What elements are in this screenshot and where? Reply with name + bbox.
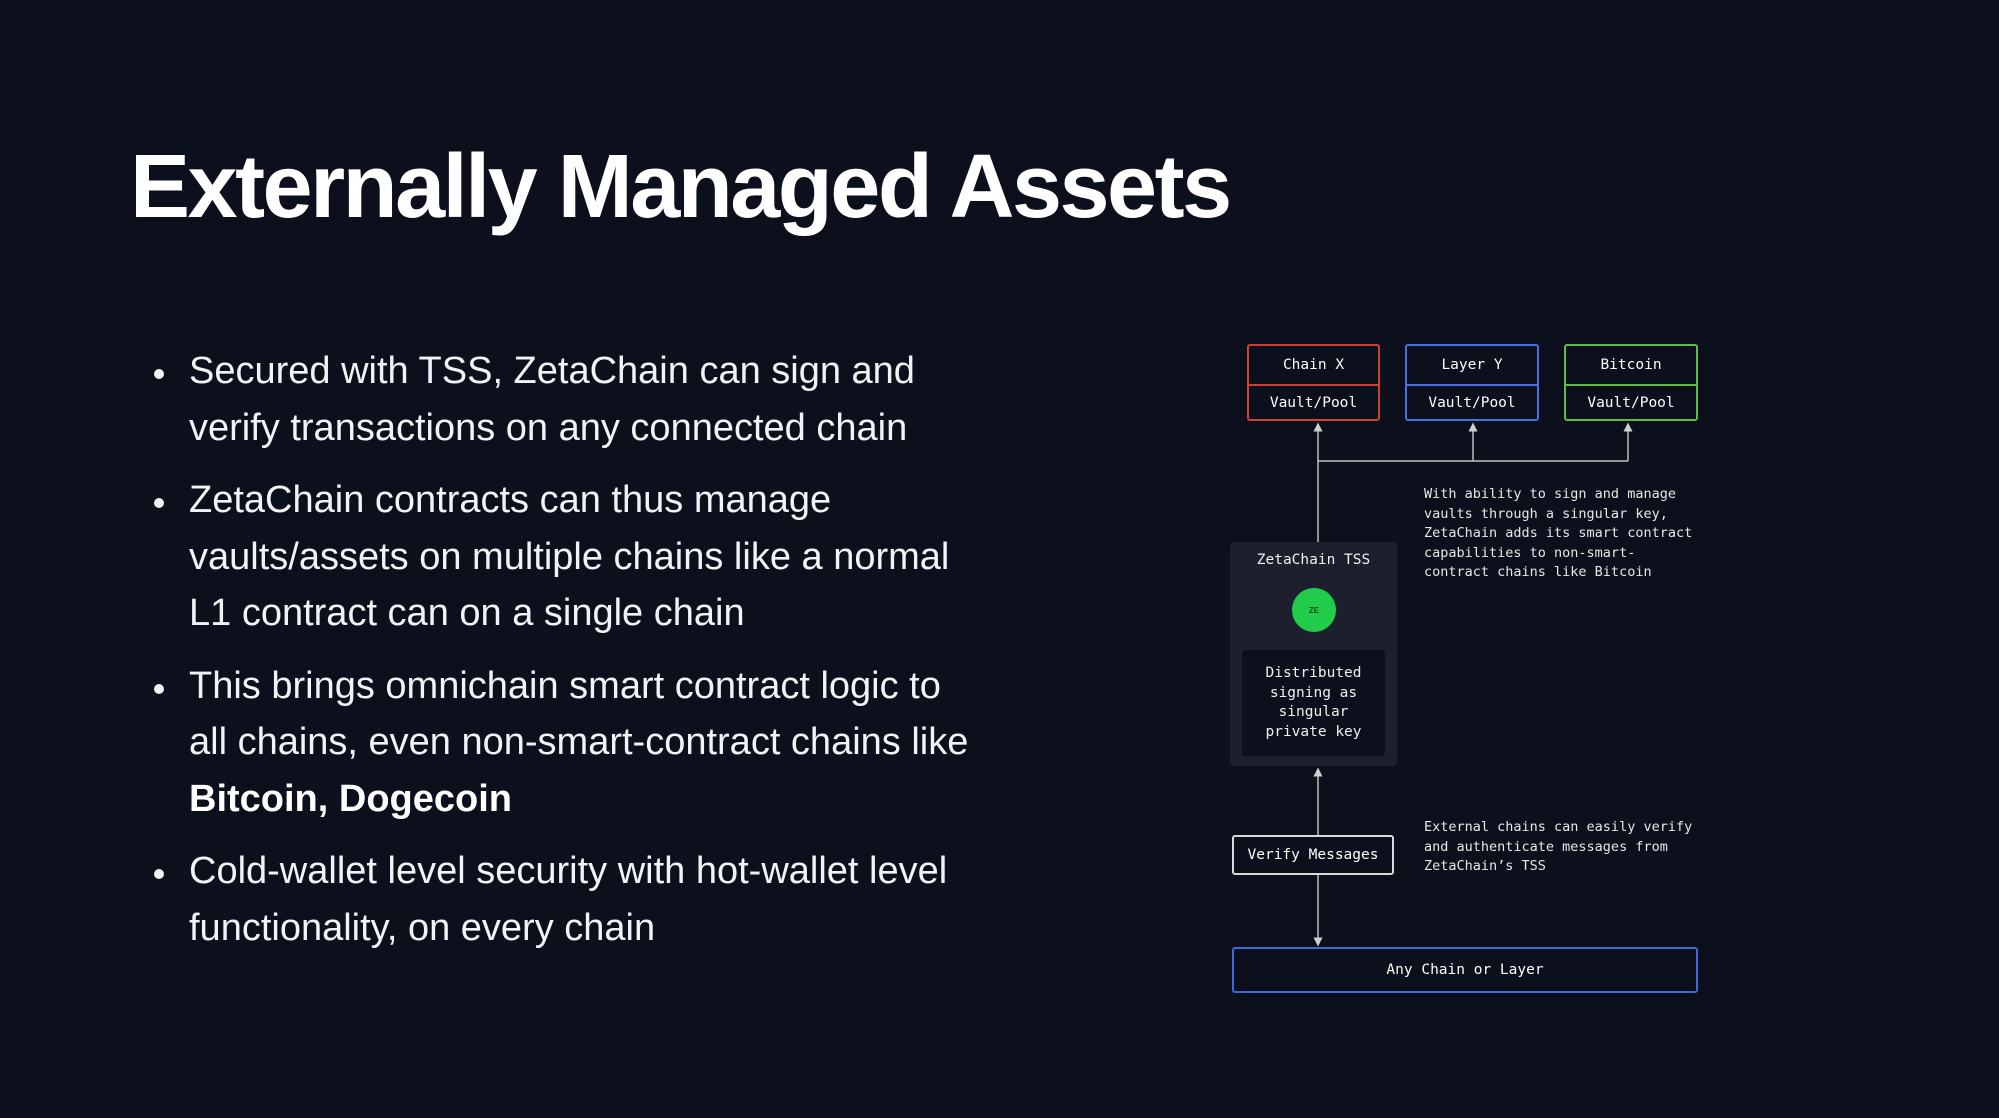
chain-x-vault-box: Vault/Pool [1247, 384, 1380, 421]
bullet-dot-icon [154, 369, 164, 379]
bullet-dot-icon [154, 683, 164, 694]
bullet-text: ZetaChain contracts can thus manage vaul… [189, 479, 950, 634]
bullet-item: Cold-wallet level security with hot-wall… [150, 843, 970, 956]
bitcoin-vault-box: Vault/Pool [1564, 384, 1698, 421]
zetachain-tss-panel: ZetaChain TSS ZE Distributed signing as … [1230, 542, 1397, 766]
logo-text: ZE [1308, 605, 1320, 615]
bullet-text: Secured with TSS, ZetaChain can sign and… [189, 350, 915, 449]
slide-title: Externally Managed Assets [130, 137, 1232, 237]
bullet-text: This brings omnichain smart contract log… [189, 664, 969, 764]
verification-note: External chains can easily verify and au… [1424, 819, 1693, 874]
architecture-diagram: Chain X Vault/Pool Layer Y Vault/Pool Bi… [1230, 330, 1750, 1010]
bullet-item: This brings omnichain smart contract log… [150, 658, 970, 828]
bullet-dot-icon [154, 498, 164, 508]
bullet-dot-icon [154, 869, 164, 879]
bullet-item: Secured with TSS, ZetaChain can sign and… [150, 343, 970, 456]
any-chain-box: Any Chain or Layer [1232, 947, 1698, 993]
connector-lines [1313, 422, 1633, 947]
layer-y-box: Layer Y [1405, 344, 1539, 384]
layer-y-vault-box: Vault/Pool [1405, 384, 1539, 421]
zetachain-logo-icon: ZE [1292, 588, 1336, 632]
bullet-item: ZetaChain contracts can thus manage vaul… [150, 472, 970, 642]
tss-description: Distributed signing as singular private … [1242, 650, 1385, 756]
bullet-list: Secured with TSS, ZetaChain can sign and… [150, 343, 970, 972]
bullet-text: Cold-wallet level security with hot-wall… [189, 850, 948, 949]
bitcoin-box: Bitcoin [1564, 344, 1698, 384]
tss-title: ZetaChain TSS [1256, 552, 1371, 568]
signing-note: With ability to sign and manage vaults t… [1424, 486, 1693, 580]
bullet-bold-text: Bitcoin, Dogecoin [189, 777, 512, 820]
verify-messages-box: Verify Messages [1232, 835, 1394, 875]
chain-x-box: Chain X [1247, 344, 1380, 384]
